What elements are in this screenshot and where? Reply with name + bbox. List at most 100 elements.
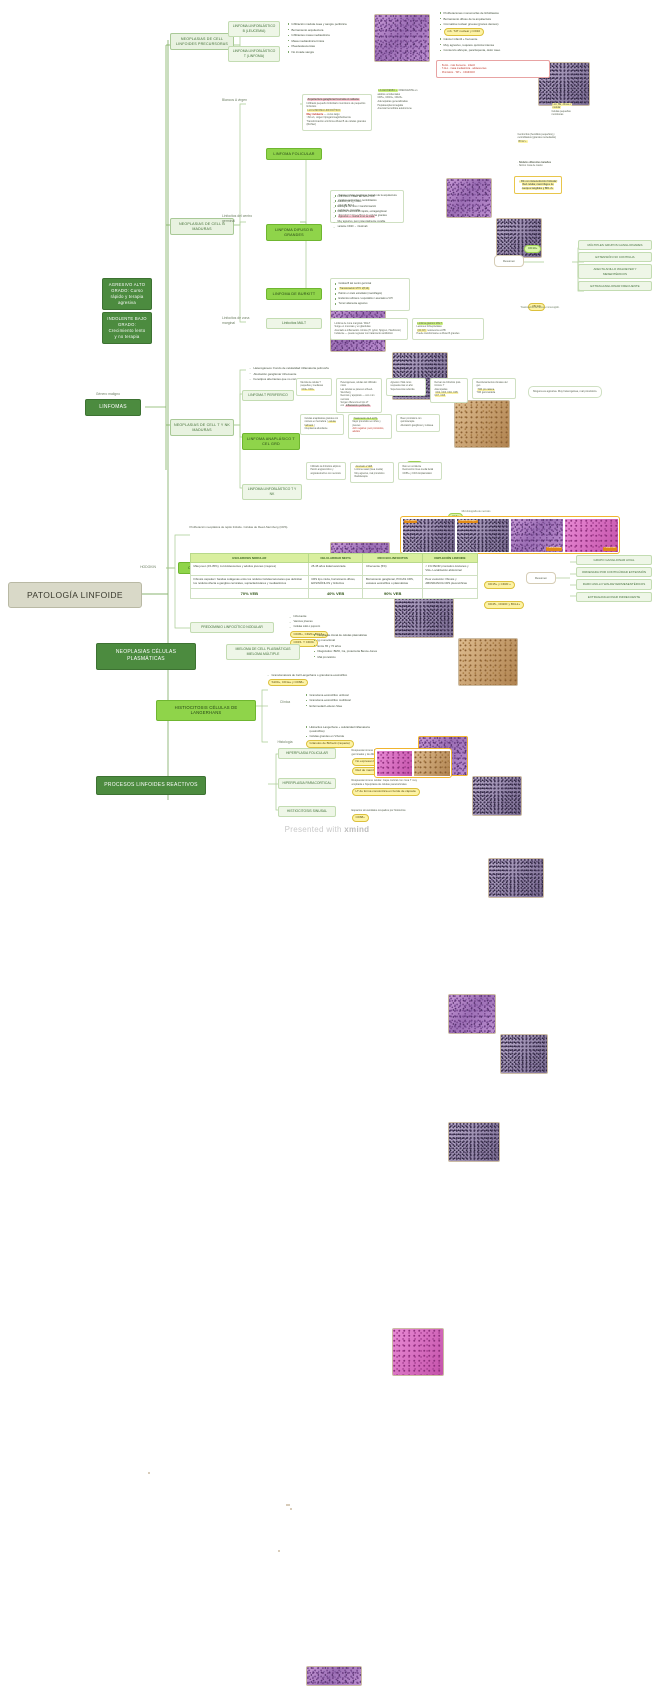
note: Cáncer infantil + frecuente xyxy=(439,37,529,41)
note: No invade sangre xyxy=(287,50,361,54)
cell: Fibrosis capsular / bandas colágenas ent… xyxy=(190,574,309,589)
branch-reactivos[interactable]: PROCESOS LINFOIDES REACTIVOS xyxy=(96,776,206,796)
note-burkitt-caption: Traslocación del locus e inmunoglob. xyxy=(520,306,560,309)
card-tnk-3: Raro en occidente Destrucción línea medi… xyxy=(398,462,442,480)
note: Comienzo abrupto, pancitopenia, dolor ós… xyxy=(439,48,529,52)
image-label: Célula L&H xyxy=(603,546,617,551)
image-label: CRS clásica xyxy=(403,519,418,524)
histology-image-lymphoblastic xyxy=(374,14,430,62)
node-linfoma-difuso[interactable]: LINFOMA DIFUSO B GRANDES xyxy=(266,224,322,242)
node-linfoma-t-periferico[interactable]: LINFOMA T PERIFERICO xyxy=(242,390,294,401)
notes-difuso: LINFOMA + FREC EN ADULTOS Adultos (60's)… xyxy=(330,192,402,233)
table-row: 70% VEB 40% VEB 90% VEB xyxy=(190,587,479,600)
node-histiocitosis-sinusal[interactable]: HISTIOCITOSIS SINUSAL xyxy=(278,806,336,817)
branch-t-nk[interactable]: NEOPLASIAS DE CELL T Y NK MADURAS xyxy=(170,419,234,437)
table-header-row: ESCLEROSIS NODULAR CELULARIDAD MIXTA RIC… xyxy=(190,552,479,564)
resumen-item[interactable]: MÚLTIPLES GRUPOS GANGLIONARES xyxy=(578,240,652,251)
note: Infiltrantes masa mediastínica xyxy=(287,33,361,37)
grade-high-badge[interactable]: AGRESIVO ALTO GRADO: Curso rápido y tera… xyxy=(102,278,152,311)
node-linfoma-anaplasico[interactable]: LINFOMA ANAPLÁSICO T CEL GRD xyxy=(242,433,300,451)
resumen-item[interactable]: EXTENSIÓN NO CONTIGUA xyxy=(578,252,652,263)
histology-image-alcl-hp xyxy=(500,1034,548,1074)
node-linfoblastico-t[interactable]: LINFOMA LINFOBLÁSTICO T (LINFOMA) xyxy=(228,46,280,62)
notes-cll-right: LLA, BE, difusa o nodular Células pequeñ… xyxy=(551,103,572,117)
notes-list: Proliferaciones monomorfas de linfoblast… xyxy=(439,11,529,52)
cell-veb: 40% VEB xyxy=(307,587,364,600)
card-burkitt-notes: Células B del centro germinal Translocac… xyxy=(330,278,410,312)
card-t-per-2: Heterogéneas, células del infiltrado mix… xyxy=(336,378,382,413)
notes-linfoblastico-t: Proliferaciones monomorfas de linfoblast… xyxy=(436,8,532,57)
node-hiperplasia-paracortical[interactable]: HIPERPLASIA PARACORTICAL xyxy=(278,778,336,789)
notes-list: Infiltración médula ósea y sangre perifé… xyxy=(287,22,361,54)
node-mieloma-multiple[interactable]: MIELOMA DE CELL PLASMÁTICAS MIELOMA MÚLT… xyxy=(226,644,300,660)
histology-image-alcl xyxy=(448,994,496,1034)
branch-b-maduras[interactable]: NEOPLASIAS DE CELL B MADURAS xyxy=(170,218,234,236)
notes-list: LINFOMA + FREC EN ADULTOS Adultos (60's)… xyxy=(333,195,399,229)
pill-cd15-cd30: CD15+ y CD30 + xyxy=(484,581,515,589)
resumen-nh-node[interactable]: Resumen xyxy=(494,255,524,268)
notes-linfoblastico-b: Infiltración médula ósea y sangre perifé… xyxy=(284,19,364,59)
grade-low-badge[interactable]: INDOLENTE BAJO GRADO: Crecimiento lento … xyxy=(102,311,152,345)
image-gallery-crs[interactable]: CRS clásica Célula de Hodgkin Célula lac… xyxy=(400,516,620,554)
cell: < 1% PEOR pronóstico Ancianos y VIH+ Loc… xyxy=(421,562,479,576)
note-highlight: Agresivo — mortal si no se trata xyxy=(333,215,399,219)
note: Tumor altamente agresivo xyxy=(334,302,406,306)
resumen-item[interactable]: GRUPO GANGLIONAR AXIAL xyxy=(576,555,652,566)
label-centro-germinal: Linfocitos del centro germinal xyxy=(222,214,253,223)
notes-folicular-right: Centrocitos (hendidos pequeños) y centro… xyxy=(517,133,557,143)
note: Pleedesleucemias xyxy=(287,44,361,48)
note: Etiología: de novo / transformación xyxy=(333,205,399,209)
node-predominio-linfocitico-nodular[interactable]: PREDOMINIO LINFOCÍTICO NODULAR xyxy=(190,622,274,633)
note: Neoplasia clonal de células plasmáticas xyxy=(313,633,383,637)
node-hiperplasia-folicular[interactable]: HIPERPLASIA FOLICULAR xyxy=(278,748,336,759)
notes-langerhans-head: Granulomatosis de Cell Langerhans o gran… xyxy=(264,670,368,689)
note: Granuloma eosinofílico multifocal xyxy=(305,698,375,702)
label-blancos-virgen: Blancos A virgen xyxy=(222,98,248,102)
histology-image-myeloma xyxy=(392,1328,444,1376)
resumen-item[interactable]: RARO ANILLO WALDEYER/MESENTÉRICOS xyxy=(576,579,652,590)
branch-langerhans[interactable]: HISTIOCITOSIS CÉLULAS DE LANGERHANS xyxy=(156,700,256,721)
branch-plasmaticas[interactable]: NEOPLASIAS CÉLULAS PLASMÁTICAS xyxy=(96,643,196,670)
note: Endémico africano / esporádico / asociad… xyxy=(334,297,406,301)
resumen-h-node[interactable]: Resumen xyxy=(526,572,556,585)
card-t-per-5: Reordenamientos clonales del gen TCR y/o… xyxy=(472,378,516,400)
col-rico-linfocitos: RICO EN LINFOCITOS xyxy=(362,552,423,564)
node-linfoma-malt[interactable]: Linfocitos MALT xyxy=(266,318,322,329)
pill-cd68: CD68+ xyxy=(351,814,369,823)
note: Masa mediastínica tímica xyxy=(287,39,361,43)
note: Masa de crecimiento rápido, extraganglio… xyxy=(333,210,399,214)
node-linfoma-folicular[interactable]: LINFOMA FOLICULAR xyxy=(266,148,322,161)
branch-precursoras[interactable]: NEOPLASIAS DE CELL LINFOIDES PRECURSORAS xyxy=(170,33,234,51)
resumen-item[interactable]: AFECTA ANILLO WALDEYER Y MESENTÉRICOS xyxy=(578,264,652,279)
root-node[interactable]: PATOLOGÍA LINFOIDE xyxy=(8,582,142,608)
node-linfoblastico-b[interactable]: LINFOMA LINFOBLÁSTICO B (LEUCEMIA) xyxy=(228,21,280,37)
resumen-item[interactable]: EXTRAGANGLIONAR INFRECUENTE xyxy=(576,591,652,602)
branch-hodgkin-label: HODGKIN xyxy=(140,565,156,569)
histology-image-lacunar: Célula lacunar xyxy=(510,518,564,552)
pill-folicular-immuno: · DG con inmunotinción folicular: Red ce… xyxy=(514,176,562,195)
resumen-item[interactable]: EXTRAGANGLIONAR FRECUENTE xyxy=(578,280,652,291)
card-t-per-3: Agresivo / Mal curso respuesta tras un a… xyxy=(386,378,426,396)
hodgkin-immuno-pills: CD15+ y CD30 + CD45-, CD20± y BCL2+ xyxy=(484,572,554,610)
node-linfoma-t-nk[interactable]: LINFOMA LINFOBLÁSTICO T Y NK xyxy=(242,484,302,500)
spacer4 xyxy=(288,1504,290,1506)
cell-veb: 70% VEB xyxy=(190,587,309,600)
image-gallery-reactivos[interactable] xyxy=(374,748,452,778)
note: Células B del centro germinal xyxy=(334,282,406,286)
note: Espacios sinusoidales ocupados por histi… xyxy=(351,809,406,812)
notes-list: Granulomatosis de Cell Langerhans o gran… xyxy=(267,673,365,677)
notes-nodular: Infrecuente Varones jóvenes Células L&H … xyxy=(286,612,346,650)
mindmap-canvas: PATOLOGÍA LINFOIDE AGRESIVO ALTO GRADO: … xyxy=(0,0,654,848)
card-t-side-note: Ninguna es agresiva. Muy heterogénea, ma… xyxy=(528,386,602,398)
node-linfoma-burkitt[interactable]: LINFOMA DE BURKITT xyxy=(266,288,322,301)
histology-image-blasts xyxy=(538,62,590,106)
linfomas-node[interactable]: LINFOMAS xyxy=(85,399,141,417)
resumen-item[interactable]: ORDENADA POR CONTIGÜIDAD EXTENSIÓN xyxy=(576,567,652,578)
note: Infrecuente xyxy=(289,615,343,619)
pill-t814: t(8;14) xyxy=(528,294,545,312)
spacer7 xyxy=(278,1550,280,1552)
note: Histiocitos Langerhans + celularidad inf… xyxy=(305,725,375,733)
histology-image-bcl2-ihc xyxy=(454,400,510,448)
notes-hiperplasia-paracortical: Respuesta inmune celular. Capa cortical … xyxy=(348,776,422,799)
col-esclerosis-nodular: ESCLEROSIS NODULAR xyxy=(190,552,309,564)
